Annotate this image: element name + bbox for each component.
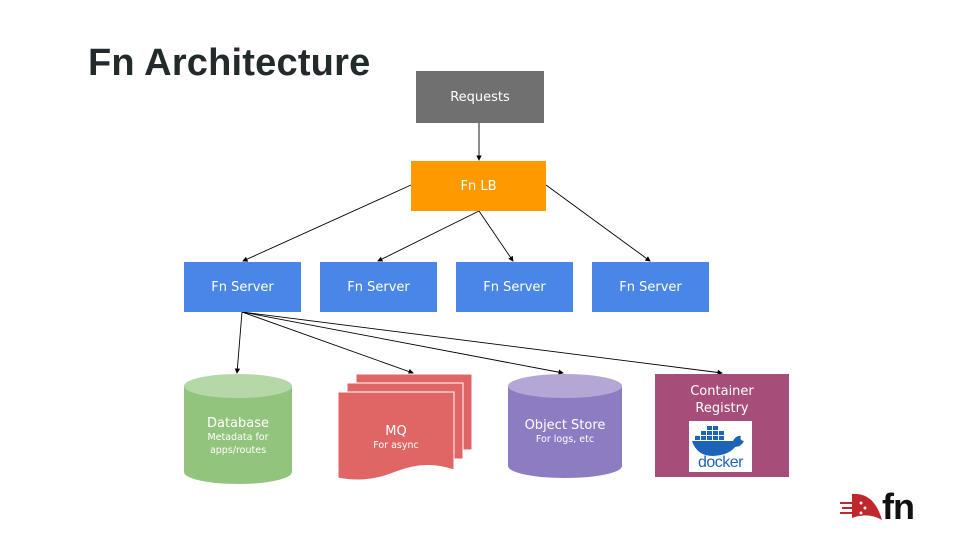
fn-circuit-fish-icon: [840, 493, 882, 520]
registry-label-group: Container Registry: [655, 383, 789, 417]
edge-lb-server2: [377, 210, 480, 262]
fn-server-node-3: Fn Server: [456, 262, 573, 312]
mq-label-group: MQ For async: [338, 424, 454, 452]
object-store-label: Object Store: [524, 418, 606, 433]
database-label: Database: [206, 416, 270, 431]
registry-label-1: Container: [690, 384, 754, 399]
database-cylinder: [184, 374, 292, 484]
object-store-label-group: Object Store For logs, etc: [508, 418, 622, 446]
slide-title: Fn Architecture: [88, 42, 371, 84]
requests-node: Requests: [416, 71, 544, 123]
object-store-sublabel: For logs, etc: [535, 434, 595, 445]
edge-server-objectstore: [241, 311, 564, 375]
fn-server-node-1: Fn Server: [184, 262, 301, 312]
fn-server-node-2: Fn Server: [320, 262, 437, 312]
database-label-group: Database Metadata for apps/routes: [184, 416, 292, 457]
load-balancer-node: Fn LB: [411, 161, 546, 211]
object-store-cylinder: [508, 374, 622, 478]
fn-server-node-4: Fn Server: [592, 262, 709, 312]
edge-lb-server4: [545, 184, 651, 262]
fn-wordmark: fn: [882, 486, 915, 527]
edge-server-mq: [241, 311, 414, 375]
edge-server-database: [234, 311, 243, 374]
fn-project-logo: fn: [838, 486, 930, 527]
docker-wordmark: docker: [697, 454, 744, 471]
mq-label: MQ: [385, 424, 407, 439]
edge-lb-server3: [478, 210, 514, 262]
mq-sublabel: For async: [373, 440, 419, 451]
mq-document-stack: [337, 373, 473, 481]
container-registry-node: Container Registry docker: [655, 374, 789, 477]
docker-whale-icon: [692, 426, 744, 456]
docker-logo: docker: [689, 421, 752, 472]
database-sublabel-1: Metadata for: [207, 432, 269, 443]
registry-label-2: Registry: [695, 401, 749, 416]
edge-lb-server1: [242, 184, 412, 262]
edge-server-registry: [241, 311, 723, 376]
database-sublabel-2: apps/routes: [209, 445, 267, 456]
